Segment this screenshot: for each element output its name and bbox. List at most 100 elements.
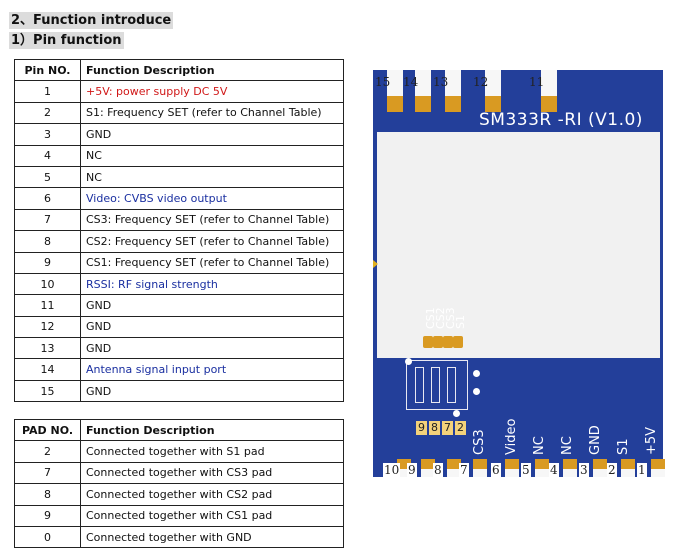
cs-pad	[443, 336, 453, 348]
switch-slot	[447, 367, 456, 403]
pad-number: 7	[14, 461, 81, 485]
pin-number: 14	[14, 358, 81, 381]
bottom-pin-pad	[505, 459, 519, 477]
bottom-pin-pad	[421, 459, 435, 477]
bottom-pin-label: Video	[504, 418, 519, 455]
pad-number: 8	[14, 483, 81, 506]
cs-label: S1	[454, 315, 467, 329]
bottom-pin-label: CS3	[472, 429, 487, 455]
pin-number: 3	[14, 123, 81, 146]
cs-pad	[453, 336, 463, 348]
pin-number: 15	[14, 379, 81, 403]
pin-description: GND	[80, 379, 344, 403]
pin-number: 9	[14, 251, 81, 274]
pin-marker	[373, 260, 378, 268]
via-dot	[473, 370, 480, 377]
top-pin-number: 13	[433, 75, 449, 89]
switch-slot	[431, 367, 440, 403]
via-dot	[453, 410, 460, 417]
pin-description: NC	[80, 165, 344, 189]
dip-switch	[406, 360, 468, 410]
bottom-pin-number: 4	[549, 463, 559, 477]
pin-description: CS3: Frequency SET (refer to Channel Tab…	[80, 208, 344, 232]
pin-number: 7	[14, 208, 81, 232]
section-heading: 2、Function introduce	[9, 12, 174, 29]
column-header-description: Function Description	[80, 418, 344, 442]
solder-pad-number: 8	[429, 421, 440, 435]
bottom-pin-pad	[651, 459, 665, 477]
column-header-description: Function Description	[80, 58, 344, 82]
top-pin-number: 15	[375, 75, 391, 89]
bottom-pin-pad	[621, 459, 635, 477]
pad-description: Connected together with CS3 pad	[80, 461, 344, 485]
pin-description: GND	[80, 123, 344, 146]
pin-function-table: Pin NO. Function Description 1+5V: power…	[14, 58, 344, 403]
bottom-pin-label: NC	[560, 436, 575, 455]
bottom-pin-pad	[593, 459, 607, 477]
top-pin-number: 12	[473, 75, 489, 89]
pin-number: 12	[14, 315, 81, 339]
subsection-heading: 1）Pin function	[9, 32, 124, 49]
pin-number: 2	[14, 101, 81, 125]
top-pin-pad	[541, 70, 557, 112]
pin-number: 13	[14, 337, 81, 360]
pin-number: 4	[14, 144, 81, 167]
pad-number: 2	[14, 440, 81, 463]
bottom-pin-pad	[447, 459, 461, 477]
column-header-pad-no: PAD NO.	[14, 418, 81, 442]
bottom-pin-number: 10	[383, 463, 401, 477]
switch-slot	[415, 367, 424, 403]
bottom-pin-number: 8	[433, 463, 443, 477]
pin-description: GND	[80, 337, 344, 360]
pad-description: Connected together with CS2 pad	[80, 483, 344, 506]
bottom-pin-pad	[563, 459, 577, 477]
top-pin-pad	[485, 70, 501, 112]
rssi-label: Rssi	[356, 432, 377, 469]
bottom-pin-number: 9	[407, 463, 417, 477]
pad-description: Connected together with CS1 pad	[80, 504, 344, 527]
bottom-pin-label: S1	[616, 438, 631, 455]
table-header-row: PAD NO. Function Description	[14, 418, 344, 442]
pin-number: 6	[14, 187, 81, 210]
bottom-pin-number: 7	[459, 463, 469, 477]
pin-number: 8	[14, 230, 81, 253]
bottom-pin-number: 1	[637, 463, 647, 477]
solder-pad-number: 7	[442, 421, 453, 435]
table-row: 1+5V: power supply DC 5V	[14, 80, 344, 103]
pad-number: 9	[14, 504, 81, 527]
pin-description: +5V: power supply DC 5V	[80, 80, 344, 103]
top-pin-pad	[445, 70, 461, 112]
table-header-row: Pin NO. Function Description	[14, 58, 344, 82]
rf-shield	[377, 132, 660, 358]
top-pin-pad	[415, 70, 431, 112]
bottom-pin-label: NC	[532, 436, 547, 455]
pad-number: 0	[14, 525, 81, 549]
pin-number: 11	[14, 294, 81, 317]
pad-description: Connected together with S1 pad	[80, 440, 344, 463]
top-pin-pad	[387, 70, 403, 112]
bottom-pin-pad	[535, 459, 549, 477]
solder-pad-number: 2	[455, 421, 466, 435]
pin-description: S1: Frequency SET (refer to Channel Tabl…	[80, 101, 344, 125]
model-label: SM333R -RI (V1.0)	[479, 110, 643, 130]
pin-number: 1	[14, 80, 81, 103]
top-pin-number: 14	[403, 75, 419, 89]
bottom-pin-number: 5	[521, 463, 531, 477]
